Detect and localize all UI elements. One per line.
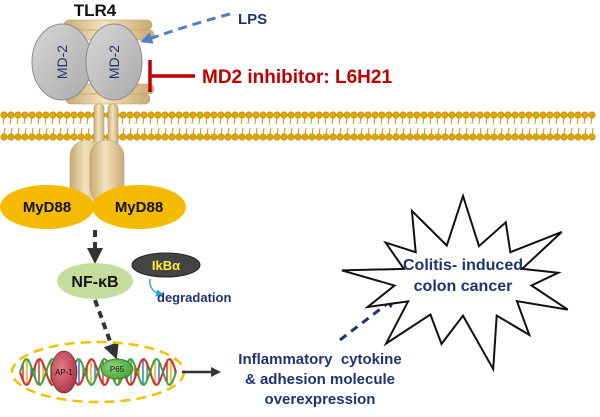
ikba-label: IkBα <box>152 258 180 273</box>
degradation-label: degradation <box>157 290 231 305</box>
nfkb-node <box>57 263 133 299</box>
ap1-label: AP-1 <box>55 368 73 377</box>
tlr4-receptor <box>61 19 155 205</box>
degradation-arrow <box>149 278 164 297</box>
nfkb-label: NF-κB <box>71 274 118 291</box>
md2-left-label: MD-2 <box>54 45 70 79</box>
myd88-left <box>0 185 94 229</box>
md2-right-label: MD-2 <box>106 45 122 79</box>
inhibitor-t-bar <box>148 60 195 92</box>
cancer-line1: Colitis- induced <box>403 257 523 274</box>
cancer-line2: colon cancer <box>414 278 513 295</box>
myd88-right <box>92 185 186 229</box>
outcome-line3: overexpression <box>265 391 376 408</box>
myd88-right-label: MyD88 <box>115 199 163 216</box>
p65-node <box>100 358 134 380</box>
inhibitor-label: MD2 inhibitor: L6H21 <box>202 67 392 88</box>
membrane-bilayer-icon <box>0 111 596 141</box>
arrow-outcome-to-cancer <box>339 296 397 342</box>
outcome-line2: & adhesion molecule <box>245 371 395 388</box>
tlr4-label: TLR4 <box>74 1 117 20</box>
outcome-line1: Inflammatory cytokine <box>238 351 401 368</box>
arrow-nfkb-to-dna <box>93 299 119 360</box>
ikba-node <box>131 252 201 278</box>
p65-label: P65 <box>110 365 125 374</box>
dna-helix-icon <box>19 357 177 387</box>
starburst-icon <box>341 192 569 373</box>
lps-arrow <box>140 12 231 44</box>
md2-left: MD-2 <box>31 23 93 101</box>
md2-right: MD-2 <box>85 23 143 101</box>
myd88-left-label: MyD88 <box>23 199 71 216</box>
lps-label: LPS <box>238 11 267 28</box>
ap1-node <box>50 350 78 394</box>
